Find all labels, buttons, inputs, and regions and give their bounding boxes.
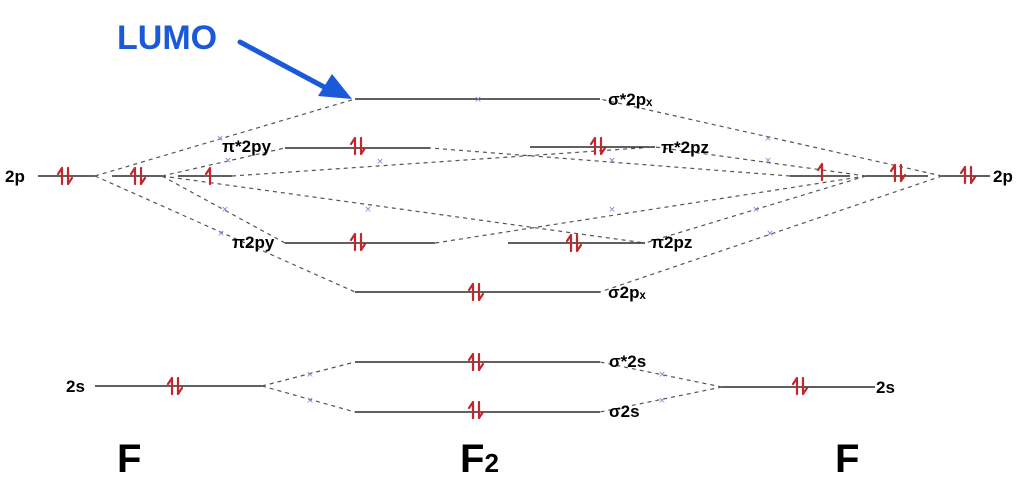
corr-line [261, 361, 356, 387]
electron-up-arrow [816, 162, 824, 182]
right-2s-electrons [791, 376, 809, 396]
left-2p-c-electrons [204, 166, 212, 186]
cross-marker: × [224, 156, 232, 166]
molecule-symbol: F2 [460, 437, 499, 481]
molecule-subscript: 2 [484, 448, 498, 478]
lumo-arrow [237, 39, 352, 99]
corr-line [94, 175, 356, 293]
pi-2py-label: π2py [232, 233, 275, 252]
cross-marker: × [658, 370, 666, 380]
right-atom-symbol: F [835, 437, 859, 481]
left-2s-label: 2s [66, 377, 85, 396]
electron-up-arrow [565, 233, 573, 253]
pi-star-2py-label: π*2py [222, 137, 271, 156]
electron-up-arrow [129, 166, 137, 186]
left-2s-electrons [166, 376, 184, 396]
corr-line [161, 175, 646, 244]
electron-down-arrow [359, 232, 367, 252]
cross-marker: × [766, 229, 774, 239]
electron-up-arrow [467, 282, 475, 302]
cross-marker: × [306, 396, 314, 406]
right-2p-label: 2p [993, 167, 1013, 186]
electron-up-arrow [589, 136, 597, 156]
corr-line [231, 146, 656, 177]
pi-2pz-electrons [565, 233, 583, 253]
sigma-star-2px-label: σ*2pₓ [608, 90, 653, 109]
cross-marker: × [216, 134, 224, 144]
electron-down-arrow [176, 376, 184, 396]
left-2p-a-electrons [56, 166, 74, 186]
right-2s-label: 2s [876, 378, 895, 397]
cross-marker: × [364, 205, 372, 215]
electron-up-arrow [467, 352, 475, 372]
electron-down-arrow [599, 136, 607, 156]
electron-up-arrow [204, 166, 212, 186]
cross-marker: × [764, 134, 772, 144]
corr-line [654, 146, 867, 177]
cross-markers: × × × × × × × × × × × × × × × × × [216, 95, 774, 406]
right-2p-c-electrons [959, 165, 977, 185]
sigma-star-2s-electrons [467, 352, 485, 372]
corr-line [261, 385, 356, 413]
sigma-star-2s-label: σ*2s [609, 352, 646, 371]
cross-marker: × [752, 205, 760, 215]
cross-marker: × [608, 205, 616, 215]
electron-down-arrow [969, 165, 977, 185]
electron-down-arrow [66, 166, 74, 186]
molecule-base: F [460, 437, 484, 481]
cross-marker: × [764, 156, 772, 166]
electron-down-arrow [359, 136, 367, 156]
electron-down-arrow [139, 166, 147, 186]
cross-marker: × [608, 156, 616, 166]
sigma-2px-label: σ2pₓ [608, 283, 646, 302]
pi-star-2pz-label: π*2pz [661, 138, 709, 157]
lumo-label: LUMO [117, 19, 217, 57]
cross-marker: × [658, 396, 666, 406]
pi-2py-electrons [349, 232, 367, 252]
electron-up-arrow [349, 136, 357, 156]
electron-down-arrow [477, 282, 485, 302]
correlation-lines [94, 98, 943, 413]
electron-down-arrow [477, 400, 485, 420]
energy-levels [38, 98, 990, 413]
corr-line [94, 98, 356, 177]
corr-line [434, 175, 867, 244]
electron-down-arrow [899, 163, 907, 183]
right-2p-a-electrons [816, 162, 824, 182]
left-atom-symbol: F [117, 437, 141, 481]
electron-down-arrow [575, 233, 583, 253]
electron-up-arrow [889, 163, 897, 183]
sigma-2px-electrons [467, 282, 485, 302]
right-2p-b-electrons [889, 163, 907, 183]
cross-marker: × [217, 229, 225, 239]
cross-marker: × [376, 157, 384, 167]
corr-line [644, 175, 867, 244]
pi-star-2py-electrons [349, 136, 367, 156]
corr-line [599, 98, 943, 177]
cross-marker: × [306, 370, 314, 380]
electron-up-arrow [467, 400, 475, 420]
left-2p-label: 2p [5, 167, 25, 186]
pi-star-2pz-electrons [589, 136, 607, 156]
electron-up-arrow [791, 376, 799, 396]
cross-marker: × [474, 95, 482, 105]
left-2p-b-electrons [129, 166, 147, 186]
electron-up-arrow [166, 376, 174, 396]
electron-down-arrow [801, 376, 809, 396]
sigma-2s-label: σ2s [609, 402, 640, 421]
electron-up-arrow [959, 165, 967, 185]
cross-marker: × [221, 205, 229, 215]
electron-up-arrow [349, 232, 357, 252]
pi-2pz-label: π2pz [651, 233, 692, 252]
electron-up-arrow [56, 166, 64, 186]
sigma-2s-electrons [467, 400, 485, 420]
electron-down-arrow [477, 352, 485, 372]
corr-line [161, 147, 286, 177]
electrons [56, 136, 977, 420]
